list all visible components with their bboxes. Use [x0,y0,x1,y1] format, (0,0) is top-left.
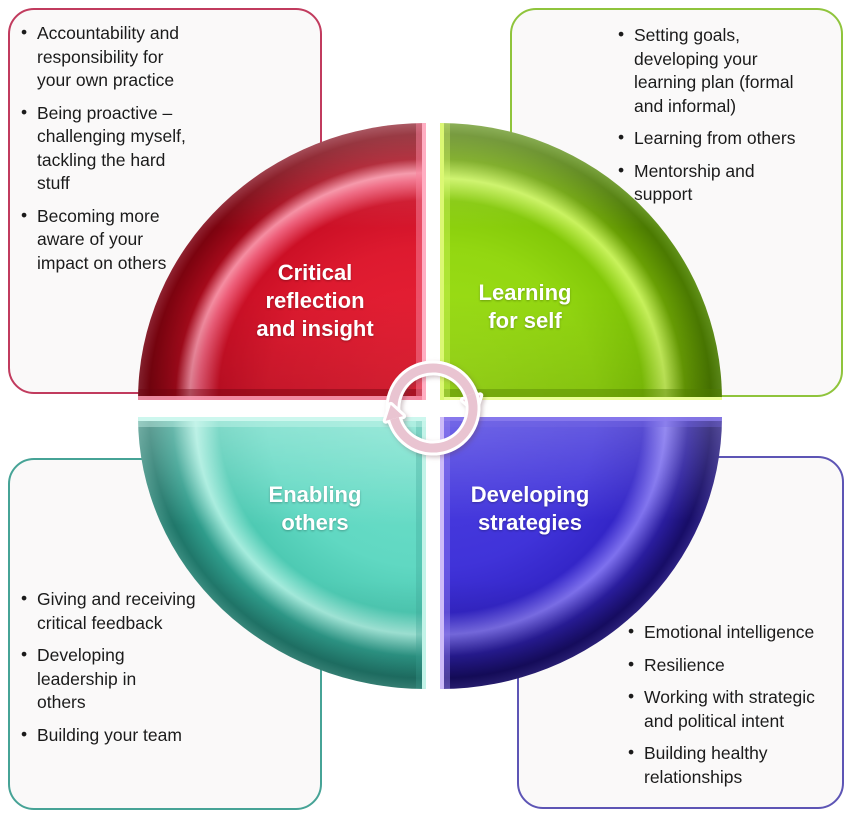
list-item-line: Becoming more [37,205,160,226]
list-item-line: your own practice [37,70,175,90]
quadrant-label-critical-reflection: Critical reflection and insight [256,260,374,341]
list-item-line: challenging myself, [37,126,186,146]
bullet-list: Setting goals, developing your learning … [512,10,841,207]
list-item-line: and political intent [644,710,785,731]
list-item: Becoming more aware of your impact on ot… [20,204,314,276]
list-item-line: support [634,184,693,204]
quadrant-label-enabling-others: Enabling others [268,482,362,535]
list-item-line: Working with strategic [644,687,815,707]
list-item: Resilience [627,653,840,678]
list-item-line: Mentorship and [634,160,755,181]
list-item-line: responsibility for [37,46,164,67]
list-item-line: Being proactive – [37,102,173,123]
list-item-line: developing your [634,48,758,69]
list-item-line: Accountability and [37,23,180,43]
list-item-line: Learning from others [634,128,796,148]
bullet-list: Accountability and responsibility for yo… [10,10,320,275]
bottom-arrow-icon [382,391,481,456]
list-item: Working with strategic and political int… [627,685,840,733]
list-item-line: Building your team [37,724,182,745]
list-item: Building healthy relationships [627,741,840,789]
list-item: Giving and receiving critical feedback [20,587,314,635]
quadrant-label-learning-for-self: Learning for self [478,280,572,333]
list-item-line: critical feedback [37,612,163,633]
quadrant-label-developing-strategies: Developing strategies [470,482,590,535]
list-item: Emotional intelligence [627,620,840,645]
list-item-line: others [37,692,86,712]
bullet-list: Emotional intelligence Resilience Workin… [519,458,842,789]
list-item-line: aware of your [37,229,144,249]
list-item: Building your team [20,723,314,748]
list-item-line: Giving and receiving [37,589,196,609]
list-item: Setting goals, developing your learning … [617,23,837,118]
bullet-list: Giving and receiving critical feedback D… [10,460,320,747]
list-item-line: learning plan (formal [634,72,794,92]
list-item: Being proactive – challenging myself, ta… [20,101,314,196]
list-item-line: and informal) [634,95,737,116]
list-item-line: Resilience [644,654,725,675]
list-item-line: stuff [37,173,70,193]
list-item: Mentorship and support [617,159,837,207]
list-item-line: Emotional intelligence [644,622,815,642]
list-item-line: leadership in [37,668,137,689]
list-item-line: Developing [37,645,125,665]
list-item: Learning from others [617,126,837,151]
list-item-line: Building healthy [644,743,768,763]
list-item: Developing leadership in others [20,643,314,715]
cycle-rotation-arrows-icon [382,360,484,456]
list-item-line: relationships [644,766,743,787]
list-item: Accountability and responsibility for yo… [20,21,314,93]
list-item-line: impact on others [37,252,167,273]
list-item-line: tackling the hard [37,149,166,170]
list-item-line: Setting goals, [634,25,741,45]
